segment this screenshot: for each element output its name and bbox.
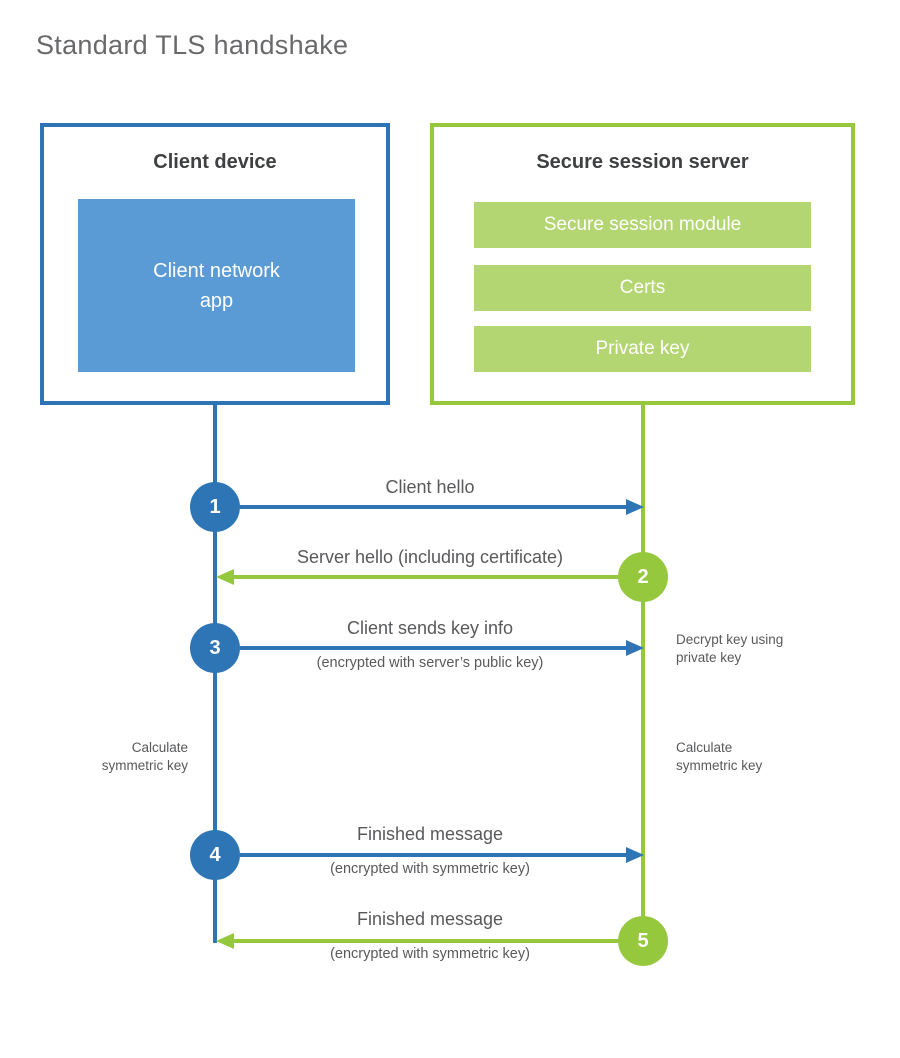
client-device-box: Client device Client network app: [40, 123, 390, 405]
secure-session-server-box: Secure session server Secure session mod…: [430, 123, 855, 405]
decrypt-key-note: Decrypt key using private key: [676, 632, 784, 665]
arrow-4-shaft: [240, 853, 626, 857]
arrow-1-shaft: [240, 505, 626, 509]
step-circle-1: 1: [190, 482, 240, 532]
step-number-1: 1: [209, 495, 221, 518]
arrow-3-head-right-icon: [626, 640, 644, 656]
message-label-3: Client sends key info: [346, 618, 514, 638]
step-circle-2: 2: [618, 552, 668, 602]
server-module-private-key: Private key: [474, 326, 811, 372]
calculate-symmetric-key-client: Calculate symmetric key: [101, 740, 188, 773]
step-circle-3: 3: [190, 623, 240, 673]
server-lifeline: [641, 405, 645, 941]
step-circle-5: 5: [618, 916, 668, 966]
message-sublabel-4: (encrypted with symmetric key): [330, 861, 530, 877]
step-number-4: 4: [209, 843, 221, 866]
arrow-4-head-right-icon: [626, 847, 644, 863]
arrow-2-shaft: [234, 575, 618, 579]
arrow-2-head-left-icon: [216, 569, 234, 585]
calculate-symmetric-key-server: Calculate symmetric key: [676, 740, 763, 773]
client-lifeline: [213, 405, 217, 943]
server-module-certs: Certs: [474, 265, 811, 311]
page-title: Standard TLS handshake: [36, 30, 349, 60]
arrow-3-shaft: [240, 646, 626, 650]
client-device-title: Client device: [153, 151, 277, 173]
arrow-5-shaft: [234, 939, 618, 943]
server-title: Secure session server: [536, 151, 749, 173]
message-label-4: Finished message: [356, 824, 504, 844]
message-sublabel-3: (encrypted with server’s public key): [316, 655, 544, 671]
arrow-1-head-right-icon: [626, 499, 644, 515]
message-sublabel-5: (encrypted with symmetric key): [330, 946, 530, 962]
message-label-2: Server hello (including certificate): [296, 547, 564, 567]
step-number-2: 2: [637, 565, 649, 588]
step-number-3: 3: [209, 636, 221, 659]
server-module-secure-session: Secure session module: [474, 202, 811, 248]
step-circle-4: 4: [190, 830, 240, 880]
step-number-5: 5: [637, 929, 649, 952]
client-network-app-block: Client network app: [78, 199, 355, 372]
arrow-5-head-left-icon: [216, 933, 234, 949]
message-label-1: Client hello: [385, 477, 475, 497]
message-label-5: Finished message: [356, 909, 504, 929]
